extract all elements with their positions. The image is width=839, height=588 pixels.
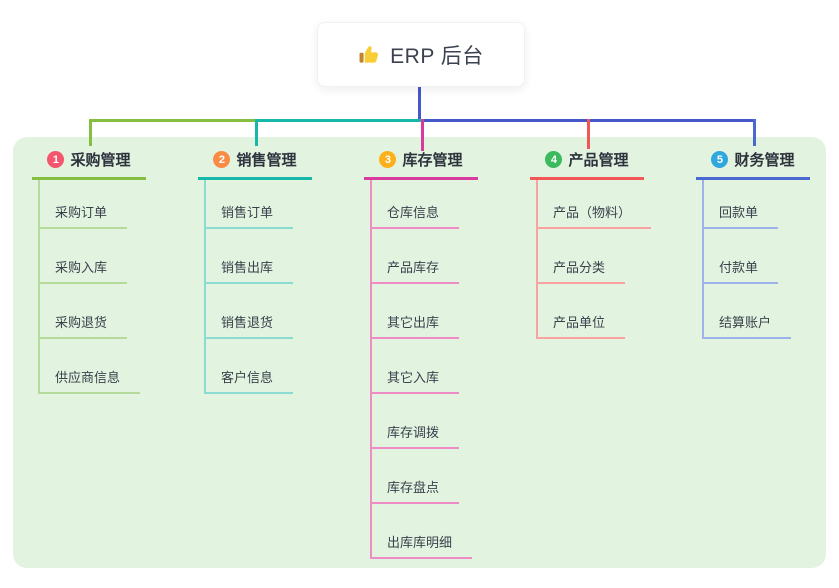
child-node[interactable]: 销售退货: [206, 314, 294, 339]
branch-drop-line-4: [587, 119, 590, 149]
branch-label: 库存管理: [402, 152, 463, 169]
branch-drop-line-3: [421, 119, 424, 151]
child-node[interactable]: 库存调拨: [372, 424, 460, 449]
branch-drop-line-1: [89, 119, 92, 146]
branch-库存管理: 3 库存管理 仓库信息产品库存其它出库其它入库库存调拨库存盘点出库库明细: [364, 148, 478, 559]
horizontal-line-green: [89, 119, 255, 122]
branch-label: 采购管理: [70, 152, 131, 169]
branch-children: 采购订单采购入库采购退货供应商信息: [38, 180, 141, 394]
branch-number-badge: 4: [545, 151, 563, 168]
horizontal-line-teal: [255, 119, 421, 122]
child-node[interactable]: 供应商信息: [40, 369, 141, 394]
child-node[interactable]: 出库库明细: [372, 534, 473, 559]
child-node[interactable]: 客户信息: [206, 369, 294, 394]
child-node[interactable]: 回款单: [704, 204, 779, 229]
branch-header[interactable]: 3 库存管理: [364, 148, 478, 180]
branch-drop-line-5: [753, 119, 756, 146]
branch-header[interactable]: 2 销售管理: [198, 148, 312, 180]
branch-number-badge: 2: [213, 151, 231, 168]
child-node[interactable]: 仓库信息: [372, 204, 460, 229]
child-node[interactable]: 采购退货: [40, 314, 128, 339]
child-node[interactable]: 其它出库: [372, 314, 460, 339]
branch-销售管理: 2 销售管理 销售订单销售出库销售退货客户信息: [198, 148, 312, 394]
branch-header[interactable]: 1 采购管理: [32, 148, 146, 180]
branch-children: 产品（物料） 产品分类产品单位: [536, 180, 652, 339]
thumbs-up-icon: [358, 43, 381, 66]
branch-header[interactable]: 5 财务管理: [696, 148, 810, 180]
child-node[interactable]: 产品单位: [538, 314, 626, 339]
branch-children: 销售订单销售出库销售退货客户信息: [204, 180, 294, 394]
branch-number-badge: 5: [711, 151, 729, 168]
child-node[interactable]: 采购入库: [40, 259, 128, 284]
branch-label: 销售管理: [236, 152, 297, 169]
root-label: ERP 后台: [390, 44, 484, 68]
child-node[interactable]: 销售出库: [206, 259, 294, 284]
child-node[interactable]: 产品（物料）: [538, 204, 652, 229]
branch-财务管理: 5 财务管理 回款单付款单结算账户: [696, 148, 810, 339]
root-node[interactable]: ERP 后台: [317, 22, 525, 87]
child-node[interactable]: 销售订单: [206, 204, 294, 229]
child-node[interactable]: 结算账户: [704, 314, 792, 339]
branch-children: 仓库信息产品库存其它出库其它入库库存调拨库存盘点出库库明细: [370, 180, 473, 559]
child-node[interactable]: 产品库存: [372, 259, 460, 284]
branch-drop-line-2: [255, 119, 258, 146]
branches-panel: [13, 137, 826, 568]
branch-label: 财务管理: [734, 152, 795, 169]
child-node[interactable]: 付款单: [704, 259, 779, 284]
child-node[interactable]: 其它入库: [372, 369, 460, 394]
branch-产品管理: 4 产品管理 产品（物料） 产品分类产品单位: [530, 148, 652, 339]
child-node[interactable]: 库存盘点: [372, 479, 460, 504]
branch-header[interactable]: 4 产品管理: [530, 148, 644, 180]
child-node[interactable]: 产品分类: [538, 259, 626, 284]
branch-采购管理: 1 采购管理 采购订单采购入库采购退货供应商信息: [32, 148, 146, 394]
root-trunk-line: [418, 85, 421, 122]
branch-number-badge: 1: [47, 151, 65, 168]
branch-number-badge: 3: [379, 151, 397, 168]
branch-label: 产品管理: [568, 152, 629, 169]
branch-children: 回款单付款单结算账户: [702, 180, 792, 339]
child-node[interactable]: 采购订单: [40, 204, 128, 229]
